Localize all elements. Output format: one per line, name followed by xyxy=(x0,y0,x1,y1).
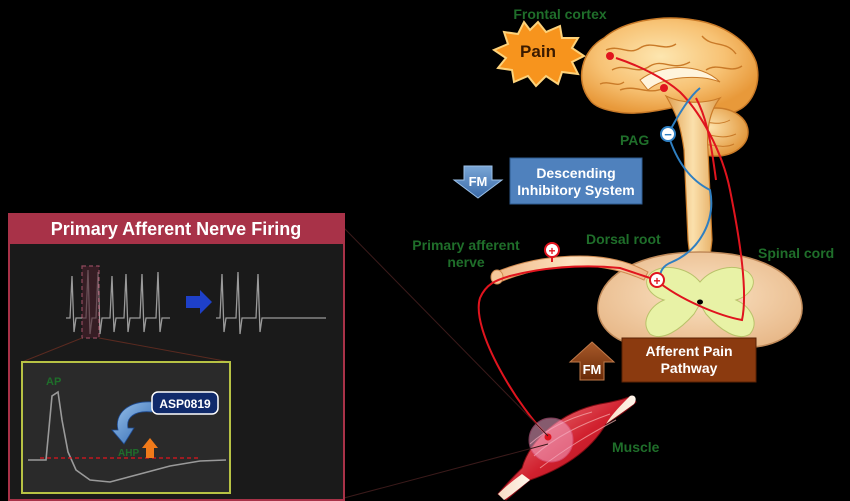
panel-title-bar xyxy=(9,214,344,244)
afferent-pathway-lines xyxy=(477,57,746,437)
spinal-cord-label: Spinal cord xyxy=(758,245,834,261)
svg-text:+: + xyxy=(653,274,660,288)
plus-marker-nerve: + xyxy=(544,242,560,258)
pain-burst-icon xyxy=(491,20,586,88)
ahp-label: AHP xyxy=(118,448,139,459)
zoom-line-top xyxy=(343,227,549,437)
ap-label: AP xyxy=(46,376,61,388)
afferent-label-2: Pathway xyxy=(661,360,718,376)
muscle-icon xyxy=(497,395,637,501)
drug-label: ASP0819 xyxy=(159,397,211,411)
spike-train-after xyxy=(216,271,326,335)
up-arrow-icon xyxy=(568,341,616,381)
ahp-up-arrow-icon xyxy=(142,438,158,458)
pain-label: Pain xyxy=(520,42,556,61)
primary-afferent-label-2: nerve xyxy=(447,254,485,270)
drug-badge xyxy=(151,391,219,415)
afferent-fm-label: FM xyxy=(583,362,602,377)
primary-afferent-label-1: Primary afferent xyxy=(412,237,520,253)
spike-highlight-box xyxy=(81,265,100,339)
right-arrow-icon xyxy=(186,290,212,314)
descending-label-2: Inhibitory System xyxy=(517,182,634,198)
down-arrow-icon xyxy=(452,165,504,199)
spinal-cord-icon xyxy=(597,251,803,348)
minus-marker-pag: − xyxy=(660,126,676,142)
thalamus-neuron-icon xyxy=(660,84,668,92)
svg-text:+: + xyxy=(548,244,555,258)
muscle-label: Muscle xyxy=(612,439,660,455)
curved-arrow-icon xyxy=(111,401,155,445)
descending-inhibitory-box xyxy=(509,157,643,205)
plus-marker-cord: + xyxy=(649,272,665,288)
panel-title: Primary Afferent Nerve Firing xyxy=(51,219,301,239)
ap-waveform xyxy=(28,390,227,483)
inset-zoom-line-right xyxy=(98,337,231,363)
frontal-cortex-label: Frontal cortex xyxy=(513,6,607,22)
svg-text:−: − xyxy=(664,127,672,142)
descending-label-1: Descending xyxy=(536,165,615,181)
cortex-neuron-icon xyxy=(606,52,614,60)
afferent-pain-box xyxy=(621,337,757,383)
pag-label: PAG xyxy=(620,132,649,148)
afferent-label-1: Afferent Pain xyxy=(645,343,732,359)
inset-zoom-line-left xyxy=(21,337,83,363)
zoom-line-bottom xyxy=(343,443,549,499)
descending-fm-label: FM xyxy=(469,174,488,189)
dorsal-root-label: Dorsal root xyxy=(586,231,661,247)
